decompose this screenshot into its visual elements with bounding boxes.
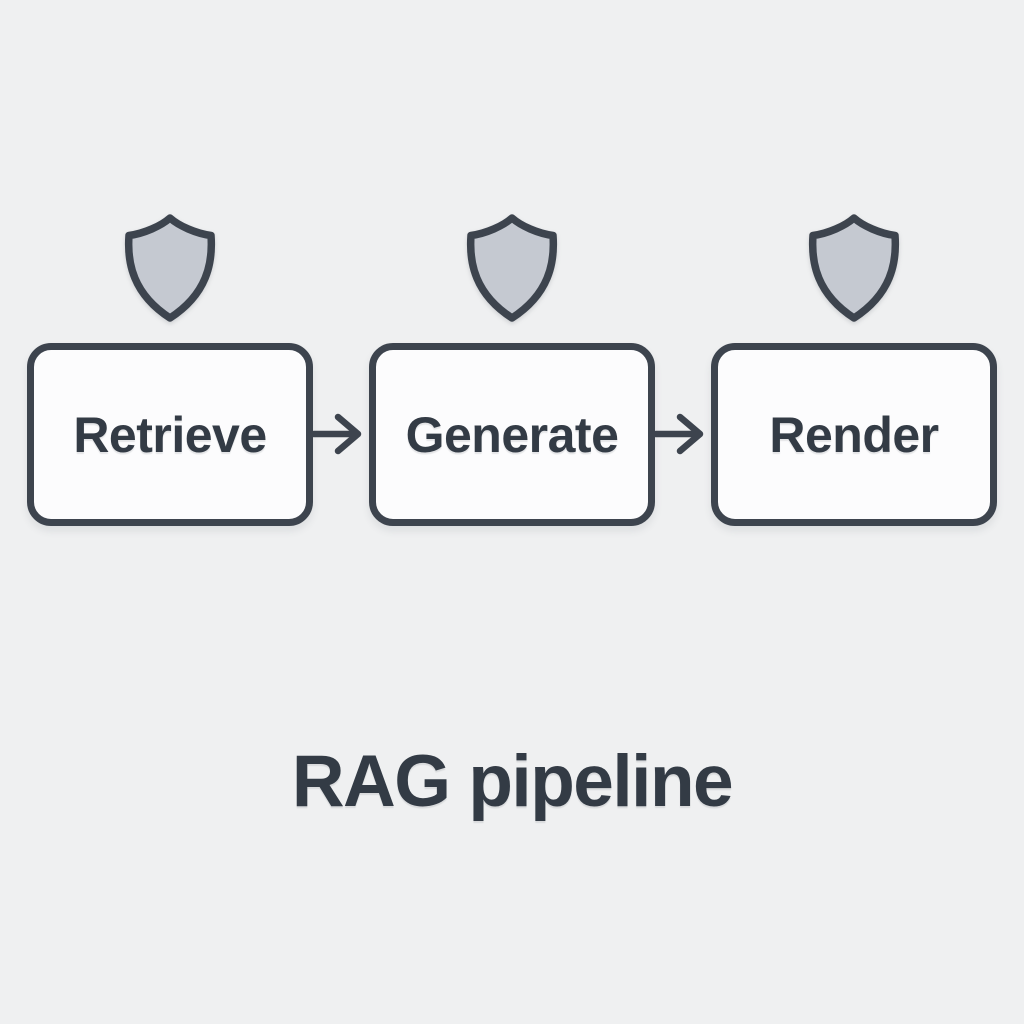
- node-retrieve: Retrieve: [27, 343, 313, 526]
- node-label: Render: [769, 406, 939, 463]
- stage-retrieve: Retrieve: [27, 213, 313, 526]
- stage-generate: Generate: [369, 213, 655, 526]
- shield-icon: [466, 214, 558, 322]
- stage-render: Render: [711, 213, 997, 526]
- arrow-right-icon: [655, 413, 704, 455]
- node-generate: Generate: [369, 343, 655, 526]
- pipeline-row: Retrieve Generate: [0, 213, 1024, 526]
- shield-icon: [808, 214, 900, 322]
- node-label: Retrieve: [73, 406, 267, 463]
- node-render: Render: [711, 343, 997, 526]
- arrow-right-icon: [313, 413, 362, 455]
- diagram-title: RAG pipeline: [291, 741, 734, 822]
- node-label: Generate: [405, 406, 619, 463]
- shield-icon: [124, 214, 216, 322]
